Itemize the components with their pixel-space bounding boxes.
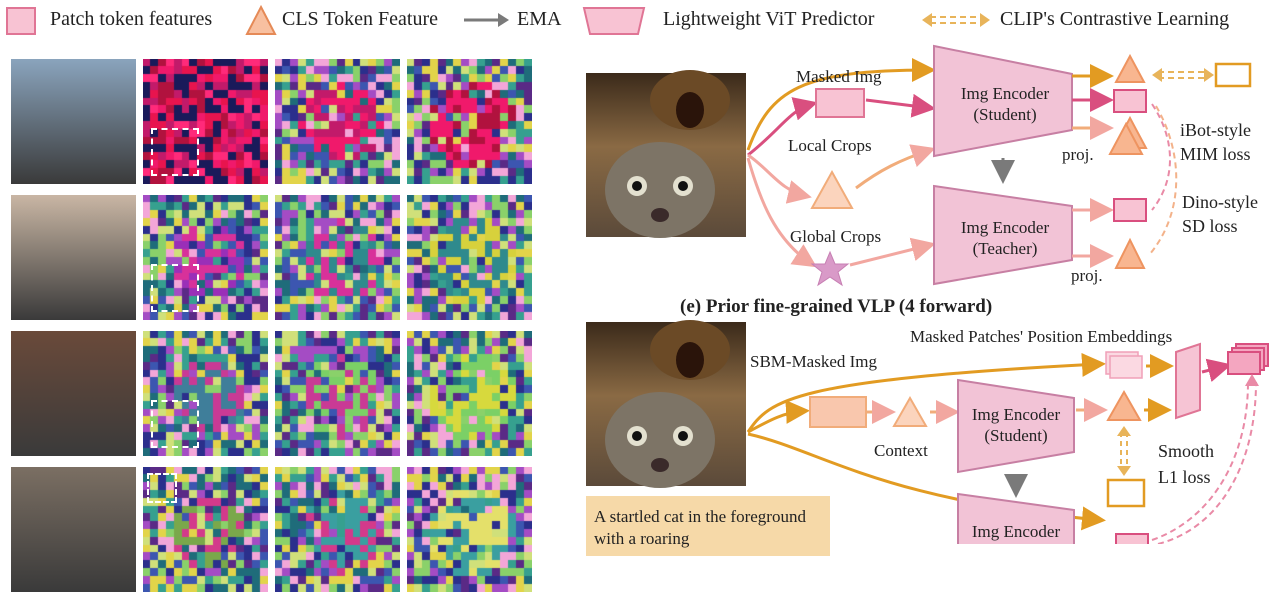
caption-box: A startled cat in the foreground with a …	[586, 496, 830, 556]
student-encoder-top	[933, 44, 1073, 158]
position-embeddings	[1109, 355, 1143, 379]
global-crops-label: Global Crops	[790, 227, 882, 246]
student-encoder-bottom-label: Img Encoder (Student)	[958, 404, 1074, 446]
cat-lion-image-bottom	[586, 320, 746, 488]
predictor-trapezoid-icon	[582, 7, 646, 35]
legend-predictor-label: Lightweight ViT Predictor	[663, 8, 875, 30]
clip-dashed-arrow-icon	[922, 13, 990, 27]
masked-img-label: Masked Img	[796, 67, 882, 86]
teacher-encoder-top	[933, 184, 1073, 286]
student-label-line2: (Student)	[973, 105, 1037, 124]
legend-patch-label: Patch token features	[50, 8, 213, 30]
highlight-box	[151, 264, 199, 312]
cls-out-teacher	[1114, 237, 1146, 269]
student-encoder-bottom	[957, 378, 1075, 474]
cls-out-student	[1114, 53, 1146, 83]
dino-line1: Dino-style	[1182, 192, 1258, 212]
patch-feature-map	[143, 195, 268, 320]
patch-out-teacher	[1113, 198, 1147, 222]
cls-triangle-icon	[245, 4, 277, 35]
patch-feature-map	[407, 59, 532, 184]
text-feature-box-bottom	[1106, 478, 1146, 508]
student-encoder-label: Img Encoder (Student)	[940, 83, 1070, 125]
patch-feature-map	[407, 331, 532, 456]
teacher-label-line1: Img Encoder	[960, 218, 1050, 237]
patch-swatch-icon	[6, 7, 36, 35]
cls-crops-out	[1108, 121, 1144, 155]
student-label-line1: Img Encoder	[960, 84, 1050, 103]
masked-img-box	[815, 88, 865, 118]
legend-clip-label: CLIP's Contrastive Learning	[1000, 8, 1230, 30]
dog-show-photo	[11, 195, 136, 320]
highlight-box	[151, 128, 199, 176]
cat-lion-image-top	[586, 70, 746, 238]
patch-feature-map	[275, 331, 400, 456]
proj-label-2: proj.	[1071, 266, 1103, 285]
section-heading: (e) Prior fine-grained VLP (4 forward)	[680, 296, 993, 317]
guard-photo	[11, 331, 136, 456]
text-feature-box-top	[1214, 62, 1252, 88]
legend: Patch token features CLS Token Feature E…	[0, 0, 1280, 40]
proj-label-1: proj.	[1062, 145, 1094, 164]
dino-line2: SD loss	[1182, 216, 1238, 236]
local-crops-label: Local Crops	[788, 136, 872, 155]
predicted-patches	[1227, 351, 1261, 375]
teacher-encoder-label: Img Encoder (Teacher)	[940, 217, 1070, 259]
cls-out-bottom	[1106, 389, 1142, 421]
teacher-label-line2: (Teacher)	[972, 239, 1038, 258]
patch-feature-map	[143, 331, 268, 456]
patch-feature-map	[275, 195, 400, 320]
local-crops-triangle	[810, 169, 854, 209]
legend-cls-label: CLS Token Feature	[282, 8, 438, 30]
patch-feature-map	[143, 59, 268, 184]
sbm-masked-img-box	[809, 396, 867, 428]
highlight-box	[151, 400, 199, 448]
student-bottom-line1: Img Encoder	[971, 405, 1061, 424]
legend-ema-label: EMA	[517, 8, 562, 30]
patch-feature-map	[407, 195, 532, 320]
ibot-line1: iBot-style	[1180, 120, 1251, 140]
smooth-loss-label: Smooth L1 loss	[1158, 438, 1214, 490]
ibot-loss-label: iBot-style MIM loss	[1180, 118, 1251, 166]
patch-out-student	[1113, 89, 1147, 113]
llama-photo	[11, 59, 136, 184]
encoder-bottom-third	[957, 492, 1075, 544]
dino-loss-label: Dino-style SD loss	[1182, 190, 1258, 238]
context-triangle	[892, 395, 928, 427]
smooth-line2: L1 loss	[1158, 467, 1211, 487]
global-crops-star	[810, 250, 850, 287]
pipeline-diagram	[586, 44, 1269, 544]
mpe-label: Masked Patches' Position Embeddings	[910, 327, 1173, 346]
ema-arrow-icon	[464, 13, 509, 27]
encoder-third-label: Img Encoder	[971, 522, 1061, 541]
predictor-trapezoid	[1175, 342, 1201, 420]
sbm-label: SBM-Masked Img	[750, 352, 878, 371]
ibot-line2: MIM loss	[1180, 144, 1251, 164]
patch-feature-map	[275, 59, 400, 184]
student-bottom-line2: (Student)	[984, 426, 1048, 445]
smooth-line1: Smooth	[1158, 441, 1215, 461]
highlight-box	[147, 473, 177, 503]
context-label: Context	[874, 441, 928, 460]
